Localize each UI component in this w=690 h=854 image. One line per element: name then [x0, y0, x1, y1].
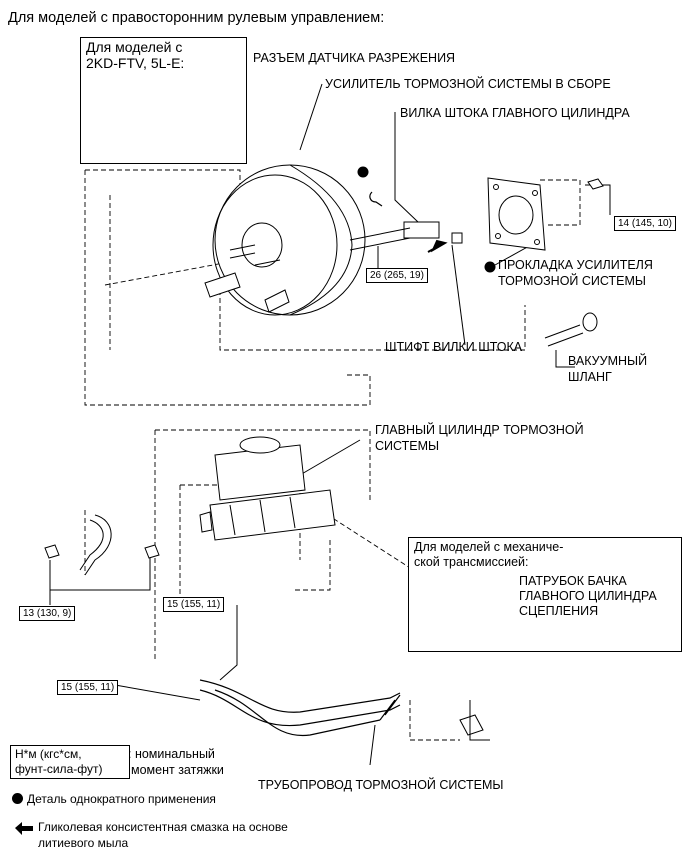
label-clevis-pin: ШТИФТ ВИЛКИ ШТОКА [385, 340, 523, 354]
label-booster-assy: УСИЛИТЕЛЬ ТОРМОЗНОЙ СИСТЕМЫ В СБОРЕ [325, 77, 611, 91]
page-title: Для моделей с правосторонним рулевым упр… [8, 10, 385, 26]
torque-15-upper: 15 (155, 11) [163, 597, 225, 612]
non-reusable-icon [12, 793, 23, 804]
master-cylinder-drawing [199, 436, 336, 541]
legend-unit-line1: Н*м (кгс*см, [15, 747, 82, 761]
label-booster-gasket-2: ТОРМОЗНОЙ СИСТЕМЫ [498, 274, 646, 288]
legend-non-reusable: Деталь однократного применения [12, 792, 216, 807]
non-reusable-dot [357, 166, 369, 178]
torque-26: 26 (265, 19) [366, 268, 428, 283]
torque-13: 13 (130, 9) [19, 606, 76, 621]
legend-grease-2: литиевого мыла [38, 836, 129, 850]
non-reusable-dot [484, 261, 496, 273]
manual-inset-line2: ской трансмиссией: [414, 555, 529, 569]
legend-grease-1: Гликолевая консистентная смазка на основ… [38, 820, 288, 834]
label-master-cylinder-1: ГЛАВНЫЙ ЦИЛИНДР ТОРМОЗНОЙ [375, 423, 584, 437]
manual-inset-part-1: ПАТРУБОК БАЧКА [519, 574, 627, 588]
legend-grease-arrow [15, 822, 33, 835]
brake-line-drawing [199, 679, 401, 737]
booster-gasket-drawing [487, 177, 546, 251]
label-vacuum-sensor-connector: РАЗЪЕМ ДАТЧИКА РАЗРЕЖЕНИЯ [253, 51, 456, 65]
legend-unit-box: Н*м (кгс*см, фунт-сила-фут) [10, 745, 130, 779]
engine-inset-line2: 2KD-FTV, 5L-E: [86, 55, 185, 71]
label-brake-line: ТРУБОПРОВОД ТОРМОЗНОЙ СИСТЕМЫ [258, 778, 504, 792]
label-master-cylinder-2: СИСТЕМЫ [375, 439, 440, 453]
legend-unit-desc-2: момент затяжки [131, 763, 224, 777]
legend-non-reusable-text: Деталь однократного применения [27, 792, 216, 806]
legend-unit-desc-1: : номинальный [128, 747, 215, 761]
label-push-rod-clevis: ВИЛКА ШТОКА ГЛАВНОГО ЦИЛИНДРА [400, 106, 630, 120]
engine-inset: Для моделей с 2KD-FTV, 5L-E: [80, 37, 247, 164]
torque-15-lower: 15 (155, 11) [57, 680, 119, 695]
torque-14: 14 (145, 10) [614, 216, 676, 231]
manual-transmission-inset: Для моделей с механиче- ской трансмиссие… [408, 537, 682, 652]
label-booster-gasket-1: ПРОКЛАДКА УСИЛИТЕЛЯ [498, 258, 653, 272]
manual-inset-part-2: ГЛАВНОГО ЦИЛИНДРА [519, 589, 657, 603]
manual-inset-part-3: СЦЕПЛЕНИЯ [519, 604, 599, 618]
engine-inset-line1: Для моделей с [86, 39, 183, 55]
manual-inset-line1: Для моделей с механиче- [414, 540, 564, 554]
brake-booster-drawing [204, 164, 440, 316]
grease-arrow [427, 239, 448, 253]
label-vacuum-hose-1: ВАКУУМНЫЙ [568, 354, 648, 368]
label-vacuum-hose-2: ШЛАНГ [568, 370, 612, 384]
legend-unit-line2: фунт-сила-фут) [15, 762, 103, 776]
